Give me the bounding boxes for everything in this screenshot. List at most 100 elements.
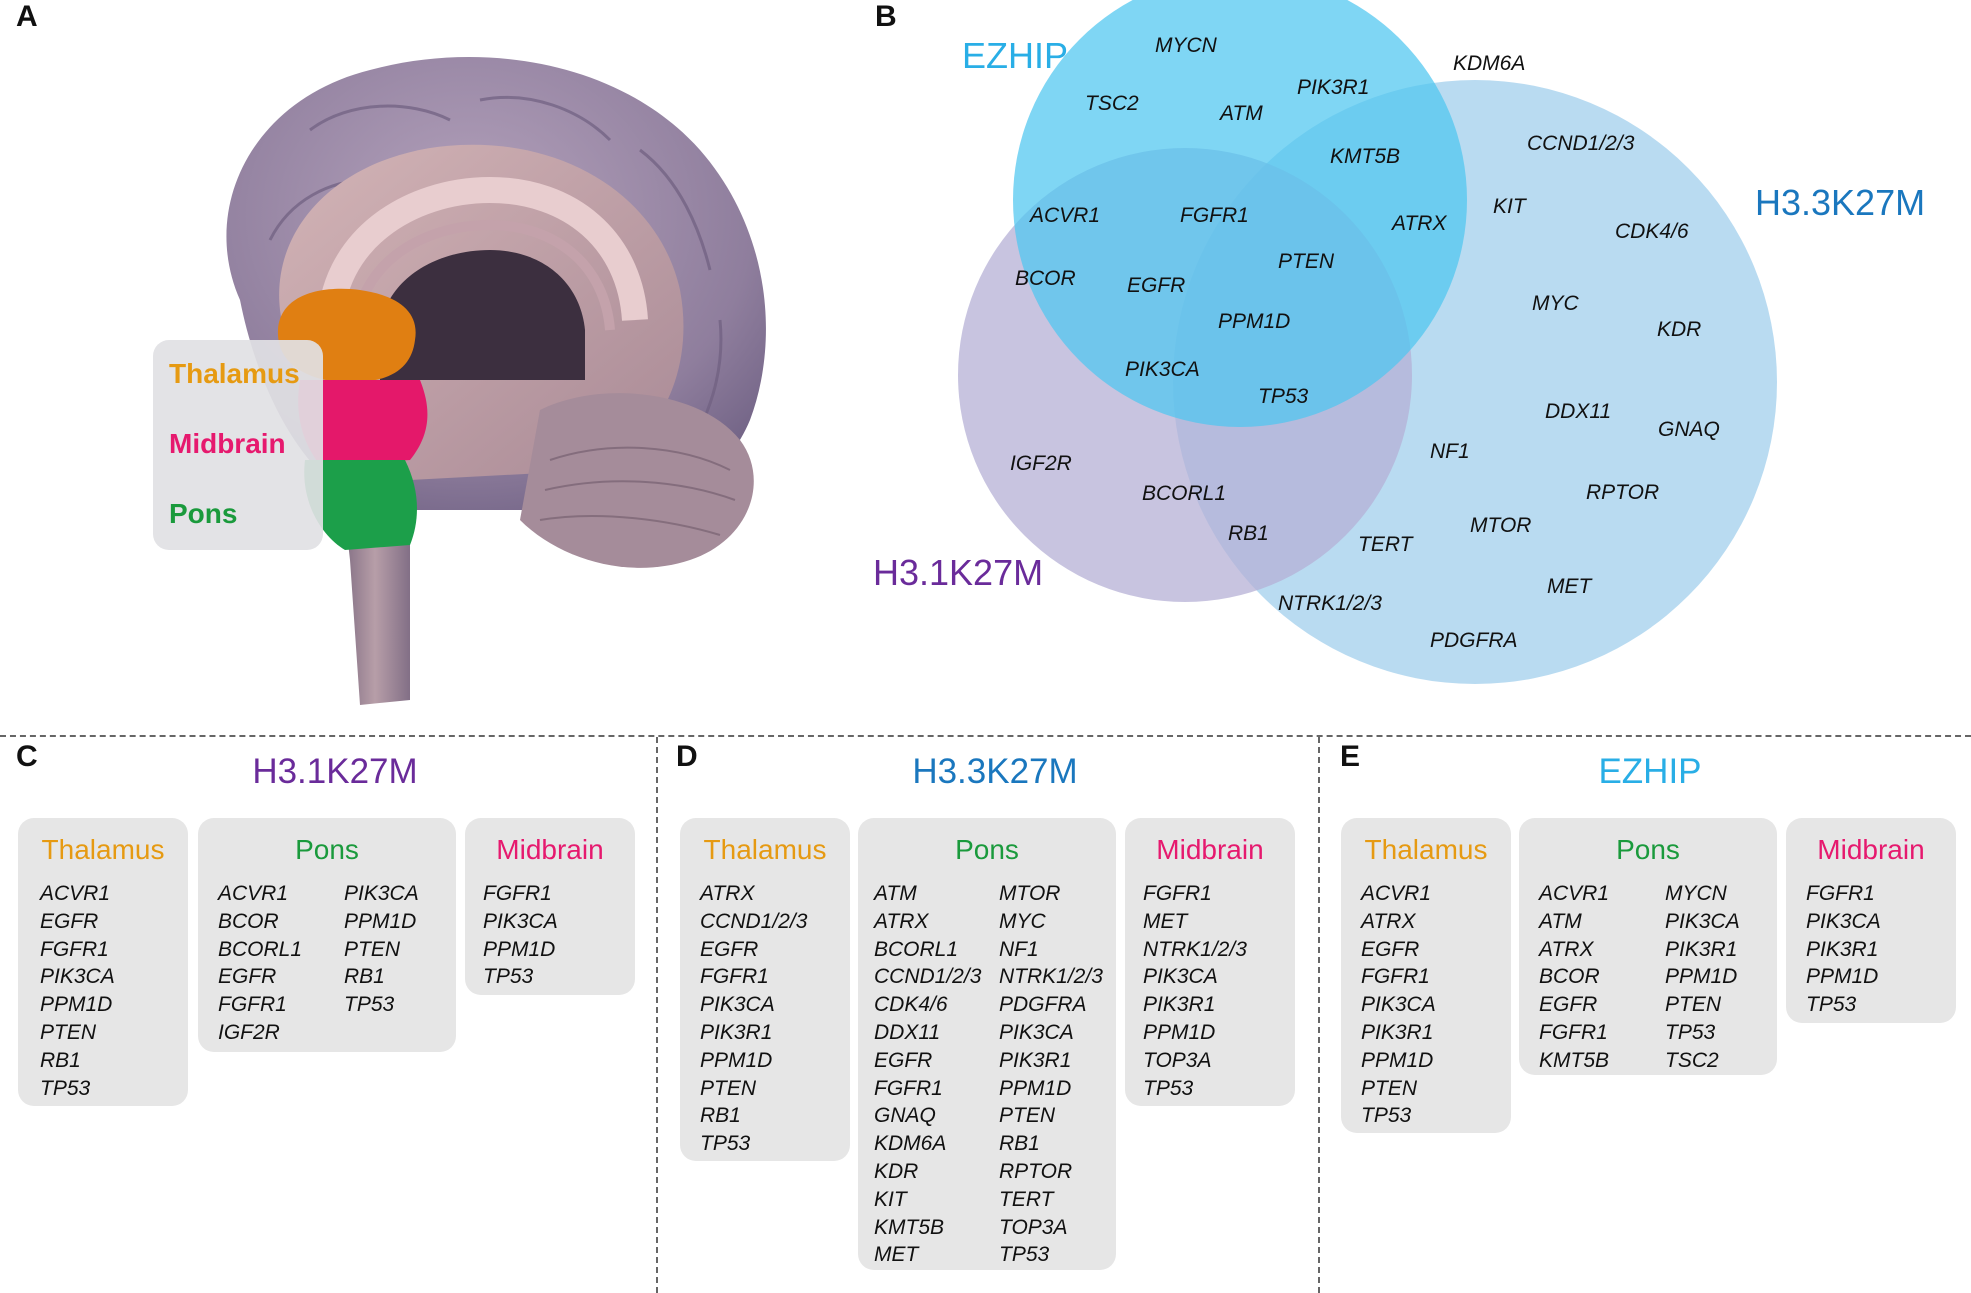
gene-item: PPM1D: [483, 937, 556, 961]
venn-gene-label: PDGFRA: [1430, 629, 1518, 652]
venn-gene-label: MYCN: [1155, 34, 1218, 57]
gene-item: NTRK1/2/3: [1143, 937, 1247, 961]
gene-item: EGFR: [1539, 993, 1598, 1017]
gene-item: PPM1D: [1361, 1048, 1434, 1072]
gene-item: EGFR: [218, 965, 277, 989]
gene-item: RB1: [40, 1048, 81, 1072]
panel-label-a: A: [16, 0, 38, 33]
e-midbrain-title: Midbrain: [1817, 834, 1925, 865]
gene-item: EGFR: [874, 1048, 933, 1072]
gene-item: MTOR: [999, 882, 1061, 905]
gene-item: TP53: [1361, 1104, 1412, 1128]
divider-c-d: [656, 737, 658, 1293]
gene-item: PPM1D: [999, 1076, 1072, 1100]
gene-item: FGFR1: [1143, 882, 1212, 905]
gene-item: BCORL1: [874, 937, 959, 961]
horizontal-divider: [0, 735, 1971, 737]
cerebellum: [520, 393, 754, 568]
gene-item: DDX11: [874, 1020, 941, 1044]
gene-item: PTEN: [999, 1104, 1056, 1128]
venn-gene-label: KIT: [1493, 195, 1528, 218]
gene-item: TP53: [1806, 993, 1857, 1017]
venn-gene-label: BCORL1: [1142, 482, 1226, 505]
gene-item: BCORL1: [218, 937, 303, 961]
gene-item: PIK3R1: [700, 1020, 773, 1044]
gene-item: ACVR1: [218, 882, 289, 905]
venn-gene-label: KDM6A: [1453, 52, 1525, 75]
gene-item: FGFR1: [874, 1076, 943, 1100]
gene-item: BCOR: [1539, 965, 1600, 989]
gene-item: KMT5B: [1539, 1048, 1610, 1072]
gene-item: PTEN: [1665, 993, 1722, 1017]
gene-item: ATRX: [700, 882, 755, 905]
gene-item: PIK3CA: [1361, 993, 1436, 1017]
venn-circle-ezhip: [1013, 0, 1467, 427]
gene-item: PPM1D: [1143, 1020, 1216, 1044]
venn-gene-label: IGF2R: [1010, 452, 1072, 475]
venn-gene-label: TSC2: [1085, 92, 1139, 115]
gene-item: CDK4/6: [874, 993, 948, 1017]
gene-item: PIK3CA: [1806, 909, 1881, 933]
venn-label-ezhip: EZHIP: [962, 35, 1068, 76]
venn-label-h31: H3.1K27M: [873, 552, 1043, 593]
section-e-title: EZHIP: [1598, 752, 1702, 791]
gene-item: KDR: [874, 1159, 919, 1183]
gene-item: FGFR1: [1806, 882, 1875, 905]
gene-item: TP53: [483, 965, 534, 989]
gene-item: BCOR: [218, 909, 279, 933]
gene-item: RPTOR: [999, 1159, 1073, 1183]
gene-item: MYC: [999, 909, 1046, 933]
gene-item: PIK3R1: [1361, 1020, 1434, 1044]
gene-item: ATRX: [1539, 937, 1594, 961]
gene-item: EGFR: [40, 909, 99, 933]
panel-label-b: B: [875, 0, 897, 33]
venn-gene-label: NTRK1/2/3: [1278, 592, 1382, 615]
gene-item: MYCN: [1665, 882, 1727, 905]
gene-item: FGFR1: [1539, 1020, 1608, 1044]
venn-gene-label: RB1: [1228, 522, 1269, 545]
gene-item: PIK3CA: [483, 909, 558, 933]
gene-item: FGFR1: [218, 993, 287, 1017]
gene-item: PIK3CA: [999, 1020, 1074, 1044]
d-pons-title: Pons: [955, 834, 1019, 865]
c-thalamus-title: Thalamus: [41, 834, 165, 865]
venn-gene-label: PPM1D: [1218, 310, 1290, 333]
venn-gene-label: ACVR1: [1028, 204, 1100, 227]
venn-gene-label: KMT5B: [1330, 145, 1400, 168]
gene-item: TP53: [1665, 1020, 1716, 1044]
gene-item: KMT5B: [874, 1215, 945, 1239]
gene-item: TP53: [40, 1076, 91, 1100]
venn-gene-label: FGFR1: [1180, 204, 1249, 227]
gene-item: PTEN: [40, 1020, 97, 1044]
divider-d-e: [1318, 737, 1320, 1293]
gene-item: PIK3CA: [344, 882, 419, 905]
gene-item: PIK3CA: [700, 993, 775, 1017]
legend-pons: Pons: [169, 498, 238, 529]
gene-item: MET: [874, 1243, 919, 1267]
venn-gene-label: KDR: [1657, 318, 1701, 341]
gene-item: EGFR: [1361, 937, 1420, 961]
gene-item: TSC2: [1665, 1048, 1719, 1072]
venn-gene-label: CDK4/6: [1615, 220, 1689, 243]
gene-item: PTEN: [344, 937, 401, 961]
gene-item: ATM: [874, 882, 917, 905]
gene-item: PIK3R1: [1665, 937, 1738, 961]
gene-item: ATRX: [1361, 909, 1416, 933]
gene-item: TP53: [344, 993, 395, 1017]
venn-label-h33: H3.3K27M: [1755, 182, 1925, 223]
legend-thalamus: Thalamus: [169, 358, 300, 389]
gene-item: TOP3A: [1143, 1048, 1212, 1072]
panel-label-e: E: [1340, 740, 1361, 773]
gene-item: PIK3CA: [1143, 965, 1218, 989]
brain-illustration: [226, 56, 766, 705]
gene-item: PTEN: [700, 1076, 757, 1100]
